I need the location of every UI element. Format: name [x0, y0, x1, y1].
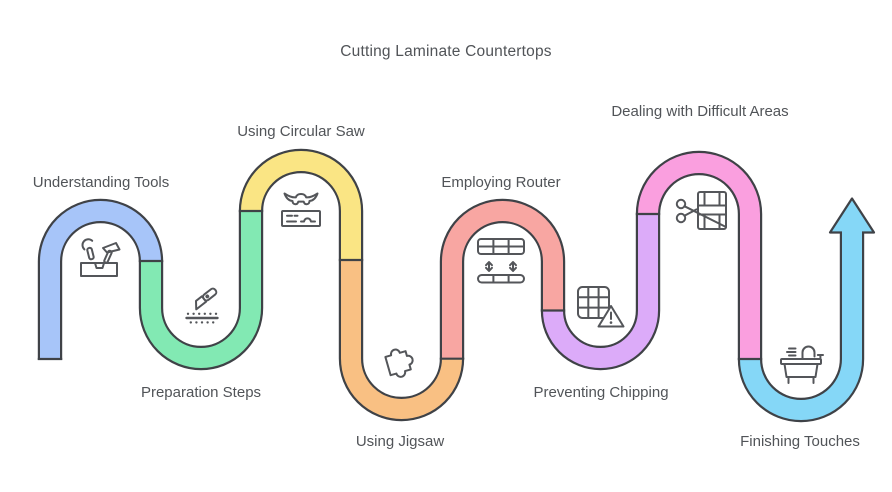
step-label-employing-router: Employing Router [441, 174, 561, 191]
segment-employing-router [439, 198, 566, 359]
segment-using-circular-saw [238, 148, 364, 260]
page-title: Cutting Laminate Countertops [340, 43, 552, 60]
circular-saw-icon [281, 192, 321, 227]
segment-preventing-chipping [540, 214, 661, 371]
jigsaw-puzzle-icon [384, 348, 414, 378]
segment-preparation-steps [138, 211, 264, 371]
scissors-cut-icon [675, 191, 727, 230]
segment-using-jigsaw [338, 260, 465, 422]
sink-icon [780, 345, 824, 384]
step-label-using-circular-saw: Using Circular Saw [237, 123, 365, 140]
step-label-understanding-tools: Understanding Tools [32, 174, 170, 191]
step-label-dealing-difficult-areas: Dealing with Difficult Areas [611, 103, 789, 120]
serpentine-path [37, 148, 865, 423]
step-label-using-jigsaw: Using Jigsaw [355, 433, 445, 450]
segment-dealing-difficult-areas [635, 150, 763, 359]
step-label-finishing-touches: Finishing Touches [740, 433, 860, 450]
tools-icon [80, 238, 121, 277]
segment-dividers [37, 209, 763, 361]
segment-finishing-touches [737, 231, 865, 423]
utility-knife-icon [185, 287, 219, 324]
router-depth-icon [477, 238, 525, 284]
step-label-preparation-steps: Preparation Steps [140, 384, 262, 401]
arrow-up-icon [828, 197, 876, 245]
step-label-preventing-chipping: Preventing Chipping [533, 384, 669, 401]
segment-understanding-tools [37, 198, 164, 360]
grid-warning-icon [577, 286, 625, 328]
